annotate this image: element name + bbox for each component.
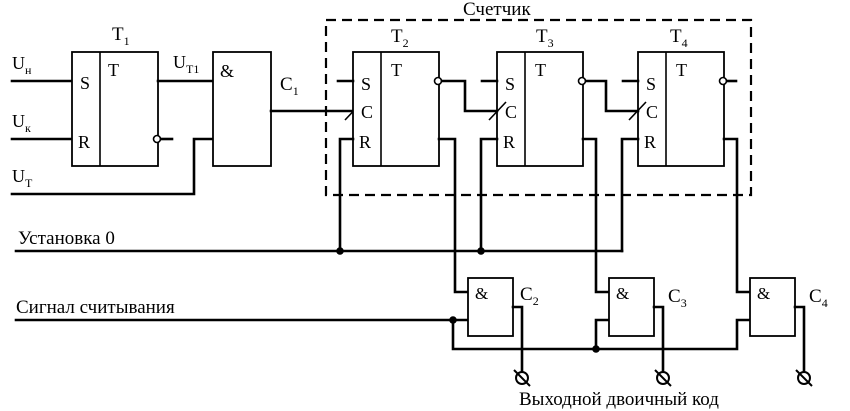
t1-inverted-output-icon [152, 134, 162, 144]
counter-frame [324, 18, 753, 197]
terminal-c3-icon [654, 369, 672, 387]
counter-title: Счетчик [463, 0, 531, 20]
svg-text:C: C [646, 102, 658, 122]
wire-t2-reset [338, 137, 355, 253]
reset-junction-2 [477, 247, 485, 255]
and-gate-c3: & C3 [608, 277, 687, 337]
c2-label: C2 [520, 284, 539, 308]
svg-text:R: R [78, 132, 90, 152]
t4-clock-slash [628, 101, 647, 121]
t2-label: T2 [391, 26, 409, 50]
read-bus-branch-c3 [594, 318, 611, 351]
wire-c4-out [793, 305, 806, 380]
wire-c2-out [511, 305, 524, 380]
svg-text:C: C [361, 102, 373, 122]
svg-text:T: T [108, 60, 119, 80]
terminal-c2-icon [513, 369, 531, 387]
read-junction-2 [592, 345, 600, 353]
wire-ut [10, 137, 215, 196]
and-gate-main: & [212, 51, 272, 167]
wire-t4-q [722, 137, 752, 294]
and-gate-c4: & C4 [749, 277, 828, 337]
svg-text:R: R [359, 132, 371, 152]
svg-text:&: & [220, 61, 234, 81]
t3-label: T3 [536, 26, 554, 50]
c1-label: C1 [280, 74, 299, 98]
svg-text:R: R [644, 132, 656, 152]
wire-c3-out [652, 305, 665, 380]
terminal-c4-icon [795, 369, 813, 387]
trigger-t1: S T R T1 [71, 24, 162, 167]
svg-text:S: S [80, 73, 90, 93]
input-ut-label: UT [12, 166, 33, 190]
read-bus-label: Сигнал считывания [16, 297, 175, 318]
svg-text:T: T [535, 60, 546, 80]
wire-t3-to-t4 [584, 79, 640, 113]
svg-text:S: S [646, 74, 656, 94]
input-un-label: Uн [12, 53, 32, 77]
svg-text:&: & [475, 284, 488, 303]
wire-t4-reset [620, 137, 640, 253]
reset-junction-1 [336, 247, 344, 255]
and-gate-c2: & C2 [467, 277, 539, 337]
input-uk-label: Uк [12, 111, 31, 135]
read-bus-return [451, 318, 752, 351]
c4-label: C4 [809, 286, 828, 310]
output-code-caption: Выходной двоичный код [519, 389, 719, 410]
svg-text:S: S [505, 74, 515, 94]
t3-inverted-output-icon [577, 76, 587, 86]
ut1-label: UT1 [173, 52, 199, 76]
trigger-t4: S T C R T4 [637, 26, 728, 167]
wire-t2-to-t3 [440, 79, 499, 113]
wire-t2-q [437, 137, 470, 294]
svg-text:R: R [503, 132, 515, 152]
wire-t3-q [581, 137, 611, 294]
trigger-t2: S T C R T2 [352, 26, 443, 167]
svg-text:&: & [616, 284, 629, 303]
reset-bus-label: Установка 0 [18, 228, 115, 249]
t1-label: T1 [112, 24, 130, 48]
trigger-t3: S T C R T3 [496, 26, 587, 167]
svg-text:T: T [391, 60, 402, 80]
t3-clock-slash [488, 101, 507, 121]
svg-text:&: & [757, 284, 770, 303]
c3-label: C3 [668, 286, 687, 310]
svg-text:C: C [505, 102, 517, 122]
svg-text:S: S [361, 74, 371, 94]
wire-t3-reset [479, 137, 499, 253]
t2-inverted-output-icon [433, 76, 443, 86]
t4-inverted-output-icon [718, 76, 728, 86]
svg-text:T: T [676, 60, 687, 80]
t4-label: T4 [670, 26, 688, 50]
